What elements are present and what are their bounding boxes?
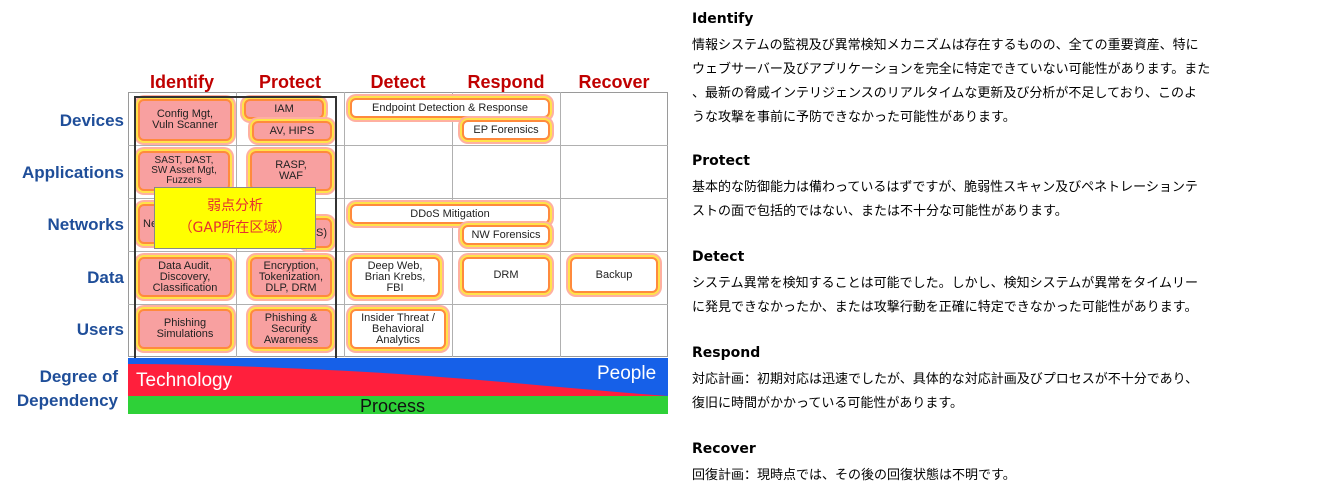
grid-divider [560,92,561,357]
process-band [128,396,668,414]
section-body-recover: 回復計画：現時点では、その後の回復状態は不明です。 [692,468,1016,483]
process-label: Process [360,396,426,416]
dependency-label-line1: Degree of [39,367,118,386]
grid-divider [128,145,668,146]
row-header-applications: Applications [21,163,124,182]
cell-sast-dast: SAST, DAST, SW Asset Mgt, Fuzzers [138,151,230,191]
gap-label-line1: 弱点分析 [207,198,263,214]
section-title-identify: Identify [692,11,754,27]
technology-band [128,364,668,396]
cell-drm: DRM [462,257,550,293]
cell-iam: IAM [244,99,324,119]
section-title-detect: Detect [692,249,745,265]
cell-encryption: Encryption, Tokenization, DLP, DRM [250,257,332,297]
grid-divider [128,198,668,199]
dependency-label: Degree of Dependency [0,365,118,413]
cell-config-mgt: Config Mgt, Vuln Scanner [138,99,232,141]
dependency-band [128,358,668,414]
cell-phishing-simulations: Phishing Simulations [138,309,232,349]
section-body-detect: システム異常を検知することは可能でした。しかし、検知システムが異常をタイムリー … [692,276,1198,315]
section-title-respond: Respond [692,345,761,361]
section-body-protect: 基本的な防御能力は備わっているはずですが、脆弱性スキャン及びペネトレーションテ … [692,180,1198,219]
column-header-recover: Recover [578,72,650,92]
column-header-protect: Protect [258,72,321,92]
grid-divider [344,92,345,357]
cell-backup: Backup [570,257,658,293]
column-header-identify: Identify [149,72,214,92]
row-header-data: Data [87,268,124,287]
cell-nw-forensics: NW Forensics [462,225,550,245]
cell-phishing-awareness: Phishing & Security Awareness [250,309,332,349]
section-title-protect: Protect [692,153,750,169]
row-header-networks: Networks [47,215,124,234]
cell-endpoint-detection: Endpoint Detection & Response [350,98,550,118]
cell-ddos-mitigation: DDoS Mitigation [350,204,550,224]
section-title-recover: Recover [692,441,756,457]
cell-deep-web: Deep Web, Brian Krebs, FBI [350,257,440,297]
grid-divider [128,304,668,305]
gap-label: 弱点分析 （GAP所在区域） [154,187,316,249]
column-header-respond: Respond [467,72,545,92]
column-header-detect: Detect [370,72,426,92]
cell-av-hips: AV, HIPS [252,121,332,141]
people-label: People [597,363,657,384]
dependency-label-line2: Dependency [16,391,118,410]
section-body-identify: 情報システムの監視及び異常検知メカニズムは存在するものの、全ての重要資産、特に … [692,38,1211,125]
cell-ep-forensics: EP Forensics [462,120,550,140]
gap-label-line2: （GAP所在区域） [178,220,292,236]
grid-divider [128,251,668,252]
technology-label: Technology [136,370,233,391]
grid-divider [452,92,453,357]
row-header-users: Users [76,320,124,339]
cell-data-audit: Data Audit, Discovery, Classification [138,257,232,297]
cell-insider-threat: Insider Threat / Behavioral Analytics [350,309,446,349]
row-header-devices: Devices [59,111,124,130]
section-body-respond: 対応計画：初期対応は迅速でしたが、具体的な対応計画及びプロセスが不十分であり、 … [692,372,1199,411]
